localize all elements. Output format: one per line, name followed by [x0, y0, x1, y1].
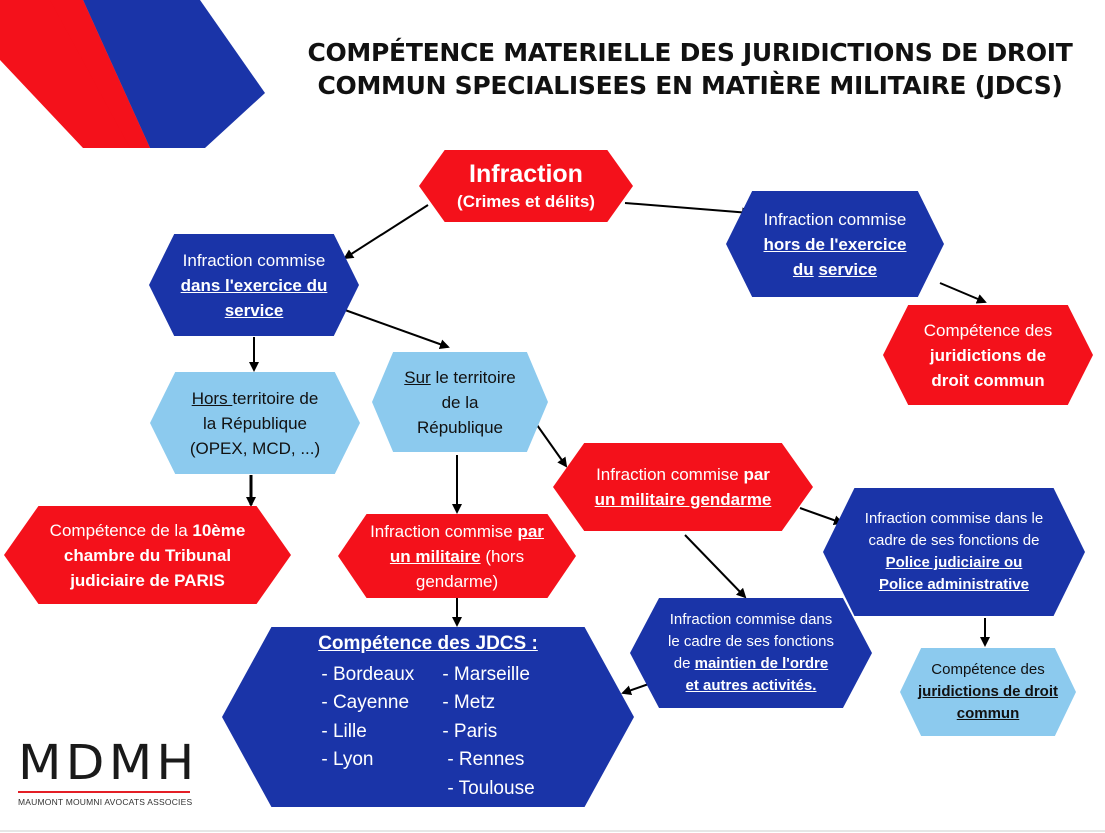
police-line-1: Infraction commise dans le: [864, 510, 1044, 527]
police-line-4: Police administrative: [878, 576, 1030, 593]
arrow-infraction-to-dans: [343, 204, 429, 260]
jdcs-city: - Toulouse: [447, 777, 535, 799]
jdcs-city-list: - Bordeaux - Cayenne - Lille - Lyon - Ma…: [321, 661, 534, 804]
sur-territoire-line-1b: le territoire: [430, 367, 516, 387]
par-militaire-line-1b: par: [517, 521, 544, 541]
logo-tagline: MAUMONT MOUMNI AVOCATS ASSOCIES: [18, 797, 193, 807]
jdcs-city: - Metz: [442, 692, 496, 714]
jdcs-city: - Paris: [442, 720, 498, 742]
jdcs-col-1: - Bordeaux - Cayenne - Lille - Lyon: [321, 661, 414, 804]
node-maintien: Infraction commise dans le cadre de ses …: [630, 598, 872, 708]
par-militaire-line-2b: (hors: [480, 546, 525, 566]
arrow-hors-to-droit-commun: [939, 282, 987, 304]
blue-chevron-shape: [83, 0, 265, 148]
maintien-line-4: et autres activités.: [685, 677, 817, 694]
sur-territoire-line-2: de la: [441, 392, 479, 412]
jdcs-city: - Bordeaux: [321, 663, 415, 685]
paris-line-2: chambre du Tribunal: [63, 545, 232, 565]
par-militaire-line-2a: un militaire: [389, 546, 481, 566]
par-gendarme-line-1a: Infraction commise: [596, 465, 744, 484]
police-line-3: Police judiciaire ou: [885, 554, 1023, 571]
page-title: COMPÉTENCE MATERIELLE DES JURIDICTIONS D…: [300, 36, 1080, 102]
node-infraction-subtitle: (Crimes et délits): [457, 192, 595, 211]
maintien-line-2: le cadre de ses fonctions: [668, 633, 834, 650]
jdcs-title: Compétence des JDCS :: [318, 632, 538, 654]
title-line-2: COMMUN SPECIALISEES EN MATIÈRE MILITAIRE…: [317, 71, 1063, 100]
par-gendarme-line-2: un militaire gendarme: [594, 490, 772, 509]
jdcs-city: - Lyon: [321, 749, 374, 771]
node-police: Infraction commise dans le cadre de ses …: [823, 488, 1085, 616]
title-line-1: COMPÉTENCE MATERIELLE DES JURIDICTIONS D…: [307, 38, 1073, 67]
dans-exercice-line-3: service: [224, 300, 284, 320]
node-hors-territoire: Hors territoire de la République (OPEX, …: [150, 372, 360, 474]
node-sur-territoire: Sur le territoire de la République: [372, 352, 548, 452]
mdmh-logo: MDMH MAUMONT MOUMNI AVOCATS ASSOCIES: [18, 737, 198, 807]
node-dans-exercice: Infraction commise dans l'exercice du se…: [149, 234, 359, 336]
jdcs-col-2: - Marseille - Metz - Paris - Rennes - To…: [442, 661, 534, 804]
droit-commun-2-line-1: Compétence des: [931, 661, 1045, 678]
jdcs-city: - Cayenne: [321, 692, 410, 714]
node-infraction-title: Infraction: [469, 160, 583, 188]
hors-exercice-line-3b: service: [818, 259, 878, 279]
droit-commun-2-line-2: juridictions de droit: [917, 683, 1058, 700]
arrow-gendarme-to-police: [799, 507, 844, 526]
par-militaire-line-1a: Infraction commise: [370, 521, 518, 541]
arrow-infraction-to-hors: [624, 202, 752, 218]
node-paris: Compétence de la 10ème chambre du Tribun…: [4, 506, 291, 604]
police-line-2: cadre de ses fonctions de: [868, 532, 1040, 549]
dans-exercice-line-2: dans l'exercice du: [180, 275, 328, 295]
sur-territoire-line-3: République: [416, 417, 503, 437]
arrow-gendarme-to-maintien: [684, 534, 747, 599]
hors-territoire-line-2: la République: [203, 413, 307, 433]
paris-line-1b: 10ème: [192, 520, 246, 540]
droit-commun-2-line-3: commun: [956, 705, 1020, 722]
logo-mark: MDMH: [18, 735, 199, 791]
node-par-gendarme: Infraction commise par un militaire gend…: [553, 443, 813, 531]
hors-exercice-line-1: Infraction commise: [763, 209, 907, 229]
hors-territoire-line-3: (OPEX, MCD, ...): [189, 438, 321, 458]
arrow-dans-to-sur-territoire: [344, 309, 450, 350]
arrow-sur-to-gendarme: [536, 424, 568, 468]
node-par-militaire: Infraction commise par un militaire (hor…: [338, 514, 576, 598]
hors-exercice-line-2: hors de l'exercice: [763, 234, 907, 254]
hors-territoire-line-1b: territoire de: [232, 388, 319, 408]
par-gendarme-line-1b: par: [743, 465, 770, 484]
maintien-line-3a: de: [673, 655, 695, 672]
paris-line-3: judiciaire de PARIS: [70, 570, 225, 590]
par-militaire-line-3: gendarme): [415, 571, 499, 591]
node-jdcs: Compétence des JDCS : - Bordeaux - Cayen…: [222, 627, 634, 807]
node-droit-commun-2: Compétence des juridictions de droit com…: [900, 648, 1076, 736]
jdcs-city: - Lille: [321, 720, 367, 742]
maintien-line-1: Infraction commise dans: [669, 611, 833, 628]
droit-commun-1-line-3: droit commun: [931, 370, 1045, 390]
red-chevron-overlap: [50, 0, 150, 148]
logo-rule: [18, 791, 190, 793]
droit-commun-1-line-2: juridictions de: [929, 345, 1047, 365]
jdcs-city: - Rennes: [447, 749, 525, 771]
paris-line-1a: Compétence de la: [49, 520, 193, 540]
sur-territoire-line-1a: Sur: [404, 367, 431, 387]
node-infraction: Infraction (Crimes et délits): [419, 150, 633, 222]
maintien-line-3b: maintien de l'ordre: [694, 655, 829, 672]
jdcs-city: - Marseille: [442, 663, 530, 685]
hors-exercice-line-3a: du: [792, 259, 814, 279]
node-droit-commun-1: Compétence des juridictions de droit com…: [883, 305, 1093, 405]
droit-commun-1-line-1: Compétence des: [923, 320, 1053, 340]
hors-territoire-line-1a: Hors: [191, 388, 233, 408]
dans-exercice-line-1: Infraction commise: [182, 250, 326, 270]
node-hors-exercice: Infraction commise hors de l'exercice du…: [726, 191, 944, 297]
